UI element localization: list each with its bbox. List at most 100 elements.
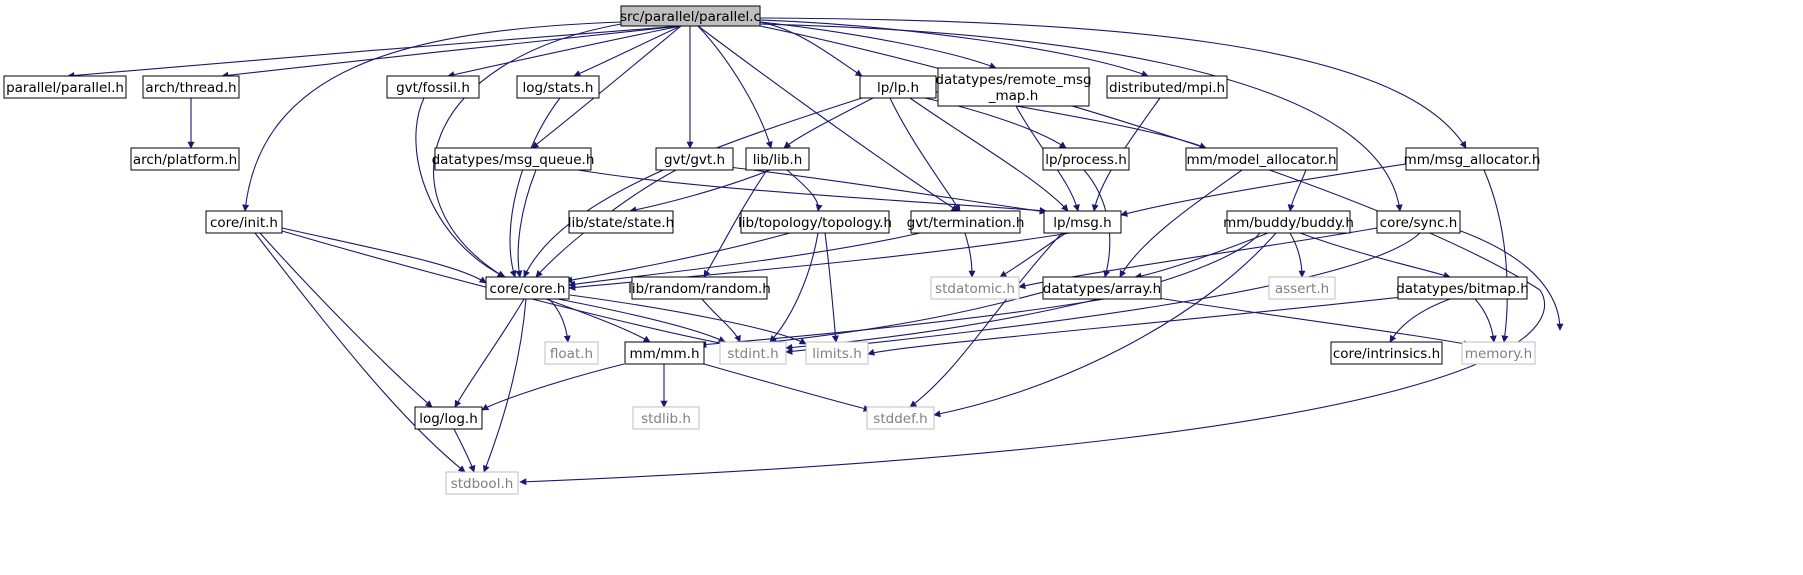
node-box [745,147,810,171]
file-node-topology[interactable]: lib/topology/topology.h [738,210,892,234]
dependency-edge [1299,232,1451,279]
dependency-edge [1389,298,1451,343]
dependency-edge [415,97,506,278]
node-label: lp/process.h [1045,152,1127,168]
node-box [1043,210,1122,234]
dependency-edges [67,17,1564,486]
node-box [414,406,483,430]
file-node-init[interactable]: core/init.h [205,210,283,234]
node-box [1185,147,1338,171]
dependency-edge [454,298,525,408]
file-node-buddy[interactable]: mm/buddy/buddy.h [1223,210,1354,234]
file-node-stats[interactable]: log/stats.h [516,75,600,99]
file-node-random[interactable]: lib/random/random.h [628,276,771,300]
file-node-modelalloc[interactable]: mm/model_allocator.h [1185,147,1338,171]
file-node-loglog[interactable]: log/log.h [414,406,483,430]
node-box [937,67,1090,107]
file-nodes: src/parallel/parallel.c parallel/parallel… [3,5,1541,495]
dependency-edge [759,19,1149,78]
node-label: lib/random/random.h [628,281,771,297]
dependency-edge [867,294,1421,356]
file-node-msgalloc[interactable]: mm/msg_allocator.h [1404,147,1541,171]
node-label: core/core.h [490,281,566,297]
dependency-edge [1157,297,1471,348]
dependency-edge [281,230,731,348]
dependency-edge [573,25,682,77]
dependency-edge [909,232,1063,408]
dependency-edge [221,25,682,79]
node-box [1397,276,1528,300]
file-node-platform[interactable]: arch/platform.h [130,147,240,171]
node-label: distributed/mpi.h [1109,80,1225,96]
node-label: stdbool.h [451,476,514,492]
node-label: assert.h [1275,281,1329,297]
file-node-parallel-h[interactable]: parallel/parallel.h [3,75,127,99]
node-label: memory.h [1465,346,1532,362]
file-node-assert: assert.h [1268,276,1336,300]
file-node-mm[interactable]: mm/mm.h [624,341,705,365]
file-node-state[interactable]: lib/state/state.h [568,210,674,234]
dependency-edge [1289,232,1306,278]
file-node-fossil[interactable]: gvt/fossil.h [386,75,480,99]
dependency-edge [565,232,791,284]
file-node-msg[interactable]: lp/msg.h [1043,210,1122,234]
file-node-thread[interactable]: arch/thread.h [142,75,240,99]
node-label: stdlib.h [641,411,691,427]
file-node-stdatomic: stdatomic.h [930,276,1020,300]
node-box [544,341,599,365]
file-node-bitmap[interactable]: datatypes/bitmap.h [1396,276,1529,300]
file-node-sync[interactable]: core/sync.h [1376,210,1461,234]
node-label: datatypes/array.h [1043,281,1161,297]
file-node-root[interactable]: src/parallel/parallel.c [620,5,761,27]
dependency-edge [785,232,1421,355]
dependency-edge [523,97,863,278]
node-box [1268,276,1336,300]
node-label: mm/msg_allocator.h [1404,152,1541,168]
dependency-edge [719,165,1047,215]
node-box [1376,210,1461,234]
node-label: mm/buddy/buddy.h [1223,215,1354,231]
dependency-edge [1119,169,1243,278]
file-node-lib[interactable]: lib/lib.h [745,147,810,171]
dependency-edge [1287,169,1307,212]
node-box [620,5,761,27]
dependency-edge [67,25,682,79]
dependency-edge [701,298,741,343]
dependency-edge [629,169,771,214]
node-box [719,341,787,365]
node-label: float.h [550,346,593,362]
dependency-edge [759,23,1403,212]
dependency-edge [557,298,726,343]
node-box [740,210,890,234]
dependency-edge [786,169,823,212]
dependency-edge [1134,232,1269,280]
file-node-gvt[interactable]: gvt/gvt.h [655,147,734,171]
file-node-msgqueue[interactable]: datatypes/msg_queue.h [432,147,595,171]
node-box [1106,75,1228,99]
dependency-edge [1483,169,1509,343]
node-label: lib/state/state.h [568,215,674,231]
dependency-edge [453,428,476,473]
dependency-edge [481,363,625,411]
dependency-edge [482,298,527,473]
node-box [1330,341,1443,365]
dependency-edge [548,298,571,343]
node-box [485,276,570,300]
node-box [205,210,283,234]
file-node-array[interactable]: datatypes/array.h [1042,276,1162,300]
dependency-edge [259,232,433,408]
dependency-edge [254,232,466,473]
file-node-mpi[interactable]: distributed/mpi.h [1106,75,1228,99]
node-box [624,341,705,365]
file-node-core[interactable]: core/core.h [485,276,570,300]
file-node-termination[interactable]: gvt/termination.h [907,210,1025,234]
node-label: gvt/gvt.h [664,152,725,168]
node-box [516,75,600,99]
node-label: datatypes/remote_msg_map.h [935,72,1091,104]
file-node-lp[interactable]: lp/lp.h [859,75,937,99]
file-node-process[interactable]: lp/process.h [1042,147,1130,171]
file-node-remote[interactable]: datatypes/remote_msg_map.h [935,67,1092,107]
file-node-intrinsics[interactable]: core/intrinsics.h [1330,341,1443,365]
dependency-edge [697,25,773,149]
